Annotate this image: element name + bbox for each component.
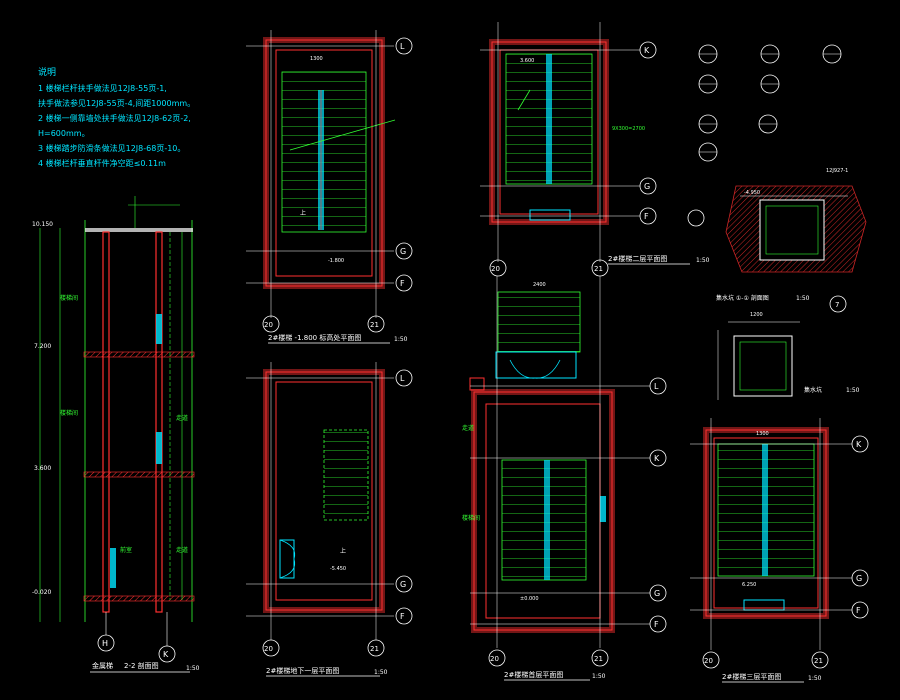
pit-plan-title: 集水坑 [804,386,822,394]
pit-detail-ref: 7 [835,301,839,309]
note-line: 4 楼梯栏杆垂直杆件净空距≤0.11m [38,159,166,168]
bs-axis-20: 20 [264,645,273,653]
f3-dim-top: 1300 [756,431,769,437]
f3-axis-g: G [856,574,862,583]
axis-k-label: K [163,650,169,659]
f1-dim-top: 2400 [533,282,546,288]
f3-axis-f: F [856,606,861,615]
f1-axis-g: G [654,589,660,598]
section-title: 2-2 剖面图 [124,661,159,670]
b1-axis-g: G [400,247,406,256]
plan-3f-scale: 1:50 [808,675,822,682]
f1-axis-k: K [654,454,660,463]
f2-axis-21: 21 [594,265,603,273]
sump-pit-section: 7 12J927-1 -4.950 [687,168,867,313]
note-line: 2 楼梯一侧靠墙处扶手做法见12J8-62页-2, [38,114,191,123]
f2-dim-side: 9X300=2700 [612,126,645,132]
f1-axis-20: 20 [490,655,499,663]
plan-3f-title: 2#楼梯三层平面图 [722,672,781,681]
plan-1f-title: 2#楼梯首层平面图 [504,670,563,679]
plan-basement: L G F 20 21 上 -5.450 2#楼梯地下一层平面图 1:50 [246,362,413,677]
pit-plan-scale: 1:50 [846,387,860,394]
bs-axis-f: F [400,612,405,621]
plan-b1-title: 2#楼梯 -1.800 标高处平面图 [268,333,361,342]
plan-basement-title: 2#楼梯地下一层平面图 [266,666,339,675]
f1-axis-l: L [654,382,659,391]
plan-b1-level: L G F 20 21 1300 上 -1.800 2#楼梯 -1.800 标高… [246,30,413,344]
section-2-2: 10.150 7.200 3.600 -0.020 楼梯间 楼梯间 走道 前室 … [32,196,200,673]
note-line: 3 楼梯踏步防滑条做法见12J8-68页-10。 [38,144,186,153]
plan-1f: L K G F 20 21 2400 走道 楼梯间 ±0.000 2#楼梯首层平… [462,276,667,681]
f1-elev: ±0.000 [520,596,539,602]
f2-axis-20: 20 [491,265,500,273]
f2-axis-k: K [644,46,650,55]
f3-elev: 6.250 [742,582,756,588]
f1-axis-f: F [654,620,659,629]
section-scale: 1:50 [186,665,200,672]
section-room-label-1: 楼梯间 [60,294,78,302]
bs-axis-l: L [400,374,405,383]
f2-axis-g: G [644,182,650,191]
detail-reference-legend [698,44,842,162]
f3-axis-k: K [856,440,862,449]
plan-b1-scale: 1:50 [394,336,408,343]
f2-axis-f: F [644,212,649,221]
b1-axis-f: F [400,279,405,288]
pit-elev: -4.950 [744,190,760,196]
plan-2f: K G F 20 21 3.600 9X300=2700 2#楼梯二层平面图 1… [480,22,710,277]
notes-title: 说明 [38,68,57,78]
section-room-label-2: 楼梯间 [60,409,78,417]
bs-axis-21: 21 [370,645,379,653]
pit-ref-doc: 12J927-1 [826,168,848,174]
plan-1f-scale: 1:50 [592,673,606,680]
elev-4: -0.020 [32,589,52,596]
f3-axis-21: 21 [814,657,823,665]
sump-pit-plan: 集水坑 ①-① 剖面图 1:50 集水坑 1:50 1200 [716,294,860,400]
b1-elev: -1.800 [328,258,344,264]
pit-dim: 1200 [750,312,763,318]
note-line: 1 楼梯栏杆扶手做法见12J8-55页-1, [38,84,167,93]
elev-top: 10.150 [32,221,53,228]
b1-dim-top: 1300 [310,56,323,62]
section-prefix: 金属梯 [92,661,113,670]
bs-elev: -5.450 [330,566,346,572]
note-line: H=600mm。 [38,129,90,138]
plan-3f: K G F 20 21 6.250 1300 2#楼梯三层平面图 1:50 [690,418,869,683]
bs-stair-up: 上 [340,547,346,555]
bs-axis-g: G [400,580,406,589]
plan-2f-scale: 1:50 [696,257,710,264]
f1-room-left: 走道 [462,424,474,432]
section-room-label-5: 走道 [176,546,188,554]
pit-title: 集水坑 ①-① 剖面图 [716,294,769,302]
b1-axis-l: L [400,42,405,51]
f3-axis-20: 20 [704,657,713,665]
section-room-label-3: 走道 [176,414,188,422]
plan-2f-title: 2#楼梯二层平面图 [608,254,667,263]
b1-axis-20: 20 [264,321,273,329]
f1-axis-21: 21 [594,655,603,663]
b1-axis-21: 21 [370,321,379,329]
f2-elev: 3.600 [520,58,534,64]
axis-h-label: H [102,639,108,648]
elev-2: 7.200 [34,343,51,350]
b1-stair-up: 上 [300,209,306,217]
design-notes: 说明 1 楼梯栏杆扶手做法见12J8-55页-1, 扶手做法参见12J8-55页… [38,66,253,171]
elev-3: 3.600 [34,465,51,472]
f1-room-left-2: 楼梯间 [462,514,480,522]
note-line: 扶手做法参见12J8-55页-4,间距1000mm。 [38,99,196,108]
pit-scale: 1:50 [796,295,810,302]
plan-basement-scale: 1:50 [374,669,388,676]
section-room-label-4: 前室 [120,546,132,554]
